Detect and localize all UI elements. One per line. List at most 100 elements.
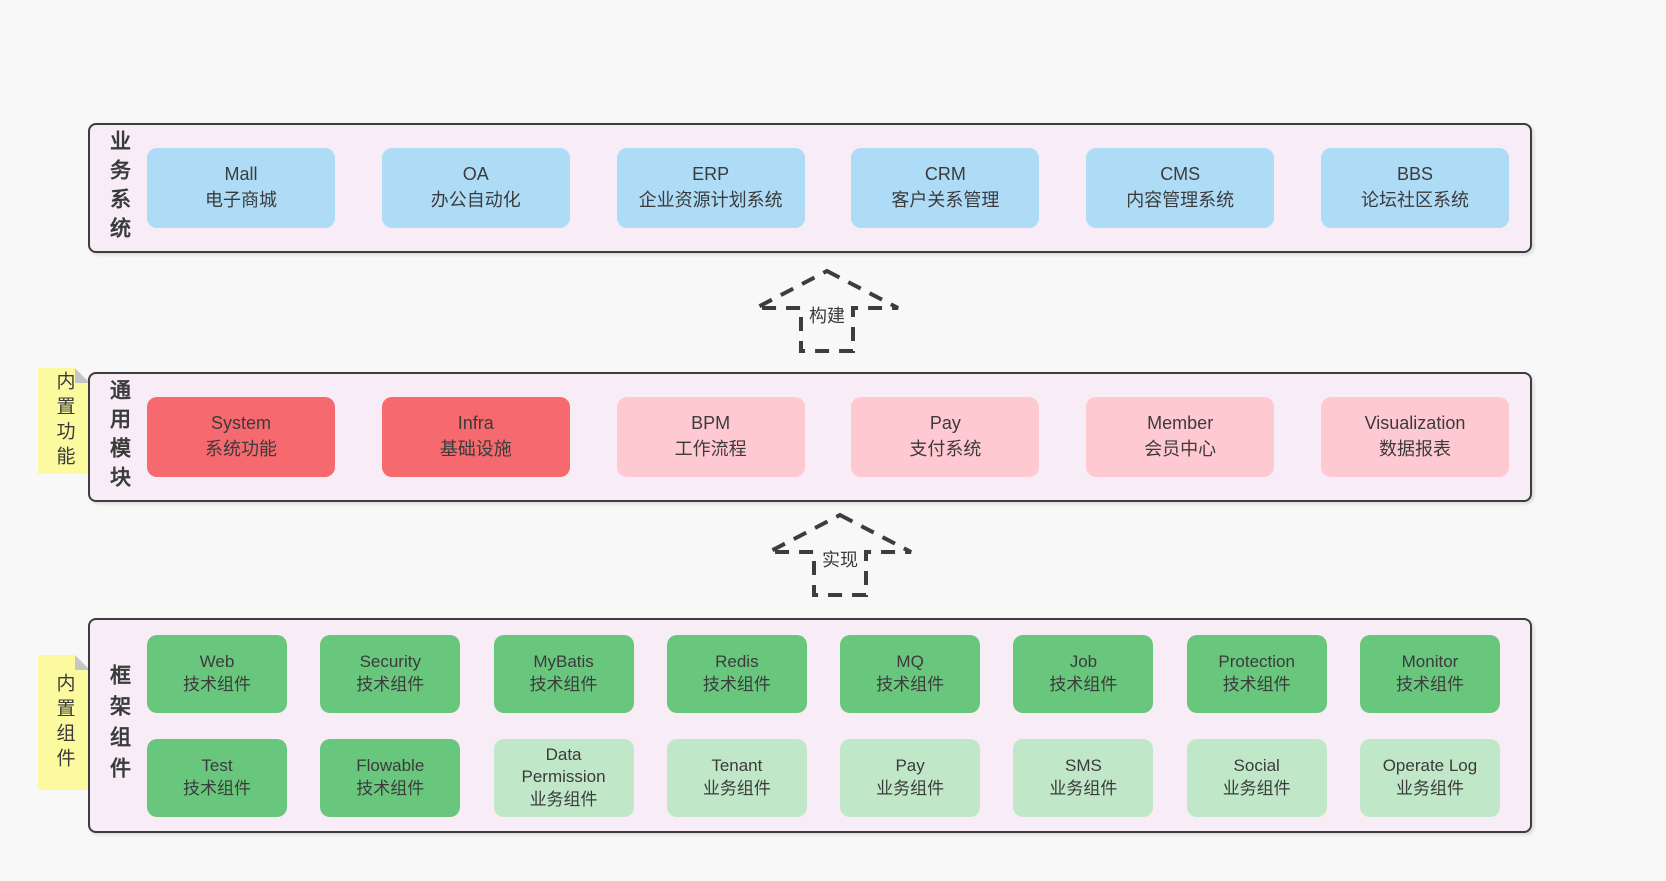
arrow-implement-label: 实现 bbox=[818, 546, 862, 572]
box-subtitle: 业务组件 bbox=[876, 778, 945, 798]
box-subtitle: 技术组件 bbox=[1222, 674, 1291, 694]
box-monitor: Monitor 技术组件 bbox=[1359, 634, 1500, 713]
box-mybatis: MyBatis 技术组件 bbox=[493, 634, 634, 713]
box-title: Test bbox=[201, 756, 233, 776]
box-member: Member 会员中心 bbox=[1086, 397, 1275, 477]
box-title: Security bbox=[359, 652, 421, 672]
band-label-text: 业务系统 bbox=[107, 130, 131, 246]
sticky-note-built-in-components: 内置组件 bbox=[38, 655, 90, 790]
box-subtitle: 技术组件 bbox=[529, 674, 598, 694]
box-security: Security 技术组件 bbox=[320, 634, 461, 713]
box-title: Monitor bbox=[1401, 652, 1459, 672]
box-operate-log: Operate Log 业务组件 bbox=[1359, 738, 1500, 817]
box-subtitle: 技术组件 bbox=[356, 778, 425, 798]
box-title: OA bbox=[462, 164, 489, 185]
box-oa: OA 办公自动化 bbox=[381, 148, 570, 228]
box-title: CRM bbox=[924, 164, 966, 185]
box-subtitle: 技术组件 bbox=[183, 778, 251, 798]
box-subtitle: 业务组件 bbox=[702, 778, 771, 798]
box-subtitle: 电子商城 bbox=[205, 190, 277, 210]
box-title: Tenant bbox=[711, 756, 763, 776]
box-mq: MQ 技术组件 bbox=[840, 634, 981, 713]
sticky-note-text: 内置组件 bbox=[53, 672, 75, 773]
box-sms: SMS 业务组件 bbox=[1013, 738, 1154, 817]
box-title: MQ bbox=[896, 652, 924, 672]
box-title: BPM bbox=[691, 413, 731, 434]
box-title: Social bbox=[1233, 756, 1280, 776]
business-systems-boxes: Mall 电子商城 OA 办公自动化 ERP 企业资源计划系统 CRM 客户关系… bbox=[147, 148, 1530, 228]
box-cms: CMS 内容管理系统 bbox=[1086, 148, 1275, 228]
box-title: CMS bbox=[1160, 164, 1201, 185]
box-title: Pay bbox=[929, 413, 961, 434]
band-label-text: 框架组件 bbox=[107, 663, 131, 788]
box-subtitle: 系统功能 bbox=[205, 439, 277, 459]
box-subtitle: 技术组件 bbox=[1049, 674, 1118, 694]
box-subtitle: 技术组件 bbox=[1395, 674, 1464, 694]
box-subtitle: 工作流程 bbox=[674, 439, 747, 459]
band-framework-components: 框架组件 Web 技术组件 Security 技术组件 MyBatis 技术组件… bbox=[88, 618, 1532, 833]
framework-components-rows: Web 技术组件 Security 技术组件 MyBatis 技术组件 Redi… bbox=[147, 634, 1530, 817]
box-subtitle: 业务组件 bbox=[1395, 778, 1464, 798]
box-erp: ERP 企业资源计划系统 bbox=[616, 148, 805, 228]
box-title: Mall bbox=[224, 164, 258, 185]
box-title: System bbox=[210, 413, 271, 434]
up-arrow-icon bbox=[768, 512, 912, 597]
box-mall: Mall 电子商城 bbox=[147, 148, 335, 228]
box-title: SMS bbox=[1064, 756, 1102, 776]
framework-row-1: Web 技术组件 Security 技术组件 MyBatis 技术组件 Redi… bbox=[147, 634, 1530, 713]
box-crm: CRM 客户关系管理 bbox=[851, 148, 1040, 228]
box-title: Infra bbox=[457, 413, 494, 434]
box-subtitle: 会员中心 bbox=[1144, 439, 1217, 459]
band-label-framework-components: 框架组件 bbox=[90, 664, 147, 788]
box-pay: Pay 支付系统 bbox=[851, 397, 1040, 477]
band-label-text: 通用模块 bbox=[107, 379, 131, 495]
box-tenant: Tenant 业务组件 bbox=[666, 738, 807, 817]
box-title: Visualization bbox=[1364, 413, 1466, 434]
box-title: Job bbox=[1069, 652, 1098, 672]
box-title: Data Permission bbox=[521, 744, 606, 787]
sticky-note-text: 内置功能 bbox=[53, 371, 75, 471]
band-common-modules: 通用模块 System 系统功能 Infra 基础设施 BPM 工作流程 Pay… bbox=[88, 372, 1532, 502]
box-system: System 系统功能 bbox=[147, 397, 335, 477]
box-title: Web bbox=[199, 652, 235, 672]
arrow-implement: 实现 bbox=[766, 512, 914, 598]
box-web: Web 技术组件 bbox=[147, 634, 287, 713]
box-subtitle: 数据报表 bbox=[1378, 439, 1451, 459]
arrow-build-label: 构建 bbox=[805, 302, 849, 328]
box-title: BBS bbox=[1396, 164, 1433, 185]
box-test: Test 技术组件 bbox=[147, 738, 287, 817]
box-title: Operate Log bbox=[1382, 756, 1478, 776]
box-subtitle: 业务组件 bbox=[1049, 778, 1118, 798]
box-bbs: BBS 论坛社区系统 bbox=[1320, 148, 1509, 228]
box-data-permission: Data Permission 业务组件 bbox=[493, 738, 634, 817]
box-flowable: Flowable 技术组件 bbox=[320, 738, 461, 817]
box-subtitle: 技术组件 bbox=[876, 674, 945, 694]
box-subtitle: 业务组件 bbox=[1222, 778, 1291, 798]
box-subtitle: 支付系统 bbox=[909, 439, 982, 459]
up-arrow-icon bbox=[755, 268, 899, 353]
common-modules-boxes: System 系统功能 Infra 基础设施 BPM 工作流程 Pay 支付系统… bbox=[147, 397, 1530, 477]
sticky-note-built-in-features: 内置功能 bbox=[38, 368, 90, 474]
box-infra: Infra 基础设施 bbox=[381, 397, 570, 477]
box-title: Protection bbox=[1218, 652, 1295, 672]
box-subtitle: 技术组件 bbox=[702, 674, 771, 694]
box-subtitle: 技术组件 bbox=[183, 674, 251, 694]
band-label-common-modules: 通用模块 bbox=[90, 379, 147, 495]
box-title: Pay bbox=[895, 756, 925, 776]
box-title: ERP bbox=[692, 164, 730, 185]
box-title: Member bbox=[1147, 413, 1214, 434]
box-subtitle: 基础设施 bbox=[439, 439, 512, 459]
box-subtitle: 业务组件 bbox=[529, 789, 598, 809]
box-title: MyBatis bbox=[533, 652, 594, 672]
box-pay-business: Pay 业务组件 bbox=[840, 738, 981, 817]
band-label-business-systems: 业务系统 bbox=[90, 130, 147, 246]
box-subtitle: 论坛社区系统 bbox=[1360, 190, 1469, 210]
box-subtitle: 技术组件 bbox=[356, 674, 425, 694]
box-job: Job 技术组件 bbox=[1013, 634, 1154, 713]
box-protection: Protection 技术组件 bbox=[1186, 634, 1327, 713]
box-social: Social 业务组件 bbox=[1186, 738, 1327, 817]
framework-row-2: Test 技术组件 Flowable 技术组件 Data Permission … bbox=[147, 738, 1530, 817]
box-title: Redis bbox=[715, 652, 759, 672]
box-subtitle: 企业资源计划系统 bbox=[638, 190, 783, 210]
box-subtitle: 办公自动化 bbox=[430, 190, 521, 210]
